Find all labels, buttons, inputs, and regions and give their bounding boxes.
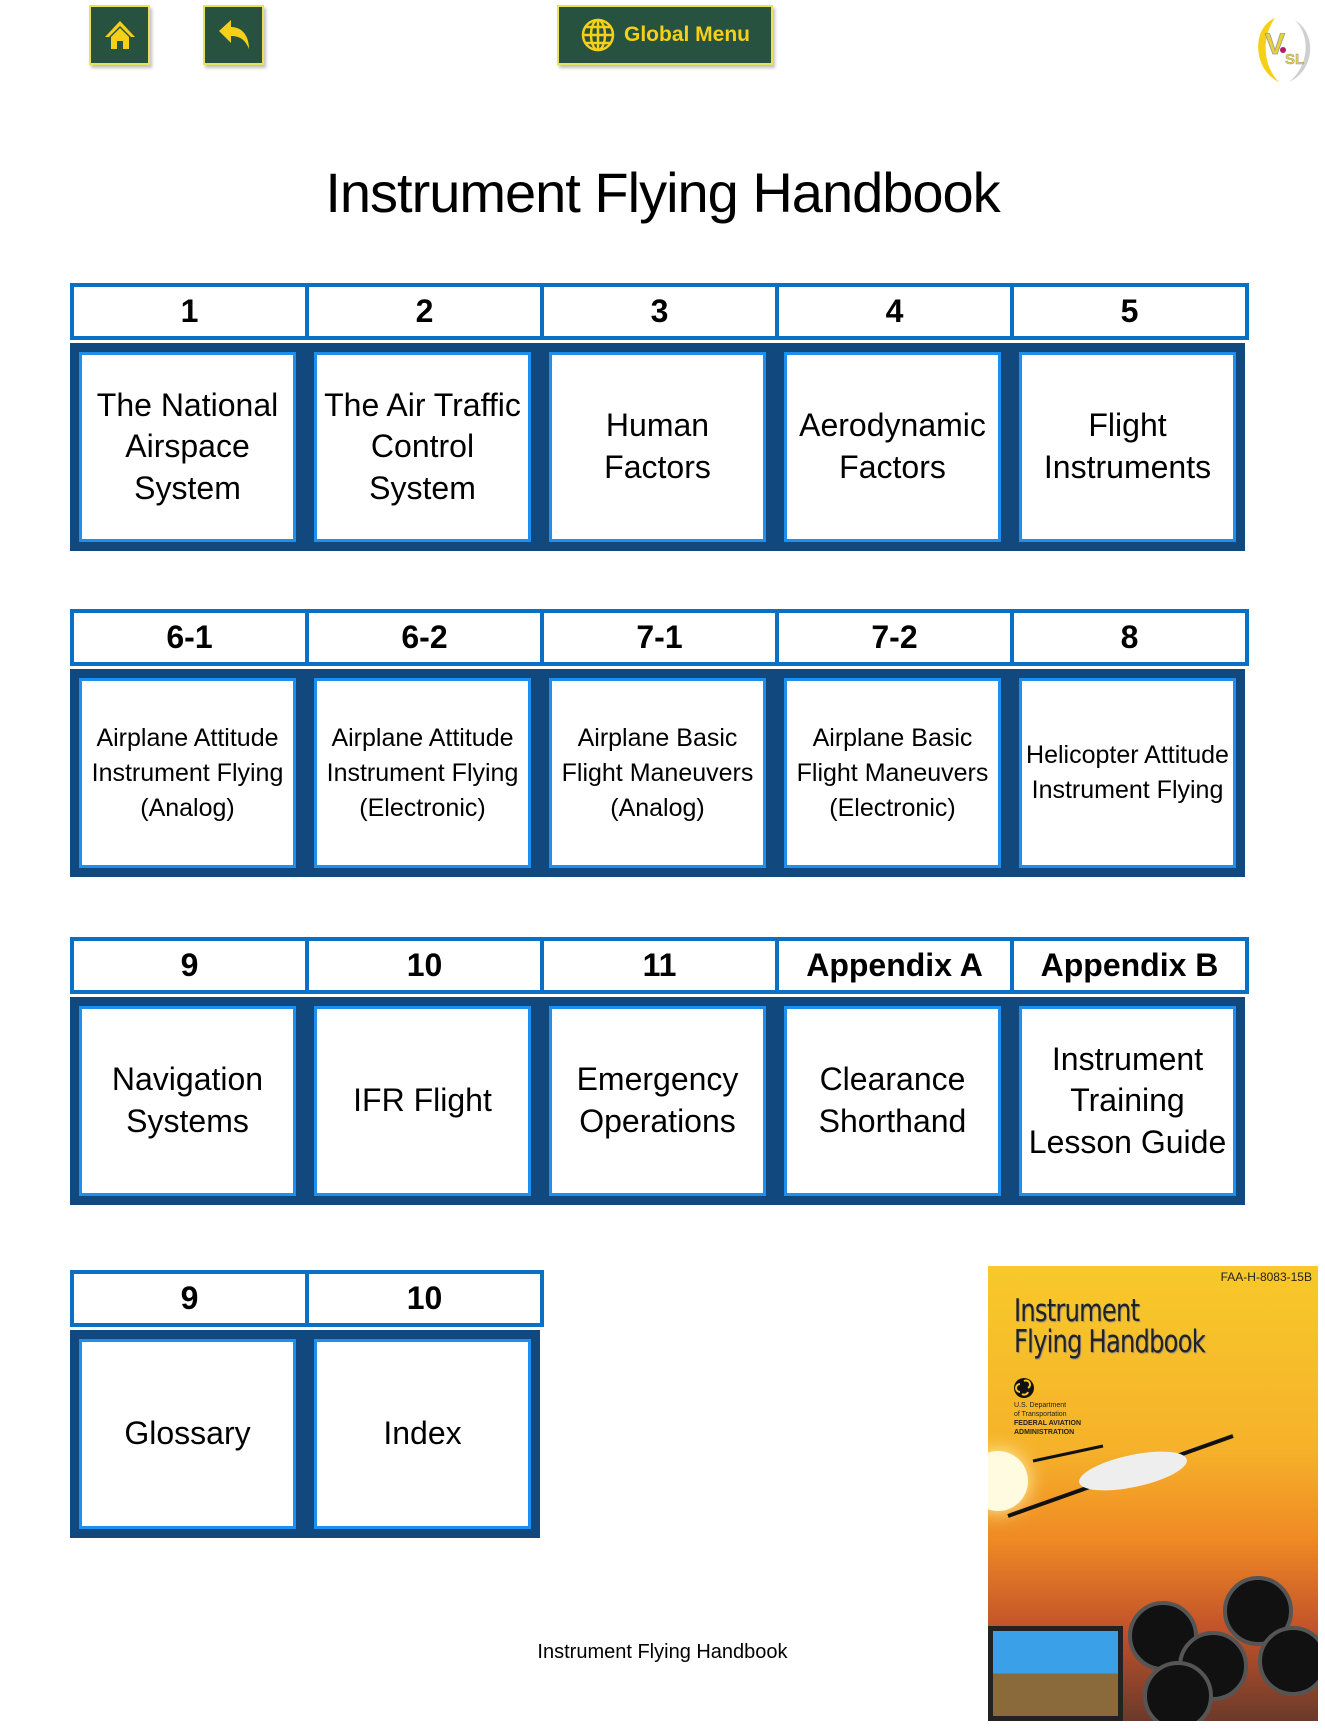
chapter-link[interactable]: Clearance Shorthand: [775, 997, 1010, 1205]
global-menu-label: Global Menu: [624, 23, 750, 46]
chapter-number-header[interactable]: 6-2: [305, 609, 544, 666]
chapter-number-header[interactable]: 1: [70, 283, 309, 340]
chapter-link[interactable]: Flight Instruments: [1010, 343, 1245, 551]
cover-dept-line: U.S. Department: [1014, 1402, 1067, 1410]
chapter-number-header[interactable]: 7-2: [775, 609, 1014, 666]
chapter-number-header[interactable]: 9: [70, 1270, 309, 1327]
gauge-graphic: [1258, 1626, 1318, 1696]
chapter-link[interactable]: Index: [305, 1330, 540, 1538]
chapter-link[interactable]: Navigation Systems: [70, 997, 305, 1205]
cover-dept: U.S. Department of Transportation FEDERA…: [1014, 1378, 1081, 1437]
chapter-link[interactable]: Emergency Operations: [540, 997, 775, 1205]
chapter-link[interactable]: Helicopter Attitude Instrument Flying: [1010, 669, 1245, 877]
chapter-link[interactable]: The National Airspace System: [70, 343, 305, 551]
chapter-number-header[interactable]: 10: [305, 937, 544, 994]
chapter-number-header[interactable]: 4: [775, 283, 1014, 340]
chapter-number-header[interactable]: 10: [305, 1270, 544, 1327]
cover-agency-line: ADMINISTRATION: [1014, 1429, 1075, 1437]
chapter-link[interactable]: Instrument Training Lesson Guide: [1010, 997, 1245, 1205]
chapter-link[interactable]: IFR Flight: [305, 997, 540, 1205]
chapter-link[interactable]: Airplane Attitude Instrument Flying (Ele…: [305, 669, 540, 877]
footer-text: Instrument Flying Handbook: [537, 1641, 788, 1663]
home-icon: [104, 21, 135, 49]
gauge-graphic: [1143, 1661, 1213, 1721]
chapter-number-header[interactable]: 9: [70, 937, 309, 994]
cover-title-line: Flying Handbook: [1014, 1324, 1206, 1360]
back-button[interactable]: [203, 5, 264, 65]
chapter-number-header[interactable]: Appendix B: [1010, 937, 1249, 994]
chapter-link[interactable]: Glossary: [70, 1330, 305, 1538]
glass-cockpit-graphic: [988, 1626, 1123, 1721]
cover-dept-line: of Transportation: [1014, 1411, 1067, 1419]
chapter-link[interactable]: Human Factors: [540, 343, 775, 551]
chapter-number-header[interactable]: 7-1: [540, 609, 779, 666]
dot-logo-icon: [1014, 1378, 1034, 1398]
globe-icon: [581, 18, 615, 52]
cover-code: FAA-H-8083-15B: [1220, 1270, 1312, 1284]
cover-title-line: Instrument: [1014, 1293, 1140, 1329]
svg-text:SL: SL: [1285, 51, 1304, 68]
cover-agency-line: FEDERAL AVIATION: [1014, 1420, 1082, 1428]
back-arrow-icon: [218, 20, 249, 49]
chapter-link[interactable]: Airplane Attitude Instrument Flying (Ana…: [70, 669, 305, 877]
chapter-number-header[interactable]: 5: [1010, 283, 1249, 340]
chapter-link[interactable]: Aerodynamic Factors: [775, 343, 1010, 551]
chapter-number-header[interactable]: 6-1: [70, 609, 309, 666]
chapter-number-header[interactable]: 3: [540, 283, 779, 340]
chapter-number-header[interactable]: 8: [1010, 609, 1249, 666]
svg-text:V: V: [1265, 28, 1285, 61]
chapter-number-header[interactable]: Appendix A: [775, 937, 1014, 994]
home-button[interactable]: [89, 5, 150, 65]
chapter-number-header[interactable]: 2: [305, 283, 544, 340]
jet-graphic: [1007, 1434, 1234, 1518]
chapter-link[interactable]: Airplane Basic Flight Maneuvers (Analog): [540, 669, 775, 877]
global-menu-button[interactable]: Global Menu: [557, 5, 773, 65]
chapter-number-header[interactable]: 11: [540, 937, 779, 994]
chapter-link[interactable]: Airplane Basic Flight Maneuvers (Electro…: [775, 669, 1010, 877]
chapter-link[interactable]: The Air Traffic Control System: [305, 343, 540, 551]
page-title: Instrument Flying Handbook: [325, 161, 1000, 224]
